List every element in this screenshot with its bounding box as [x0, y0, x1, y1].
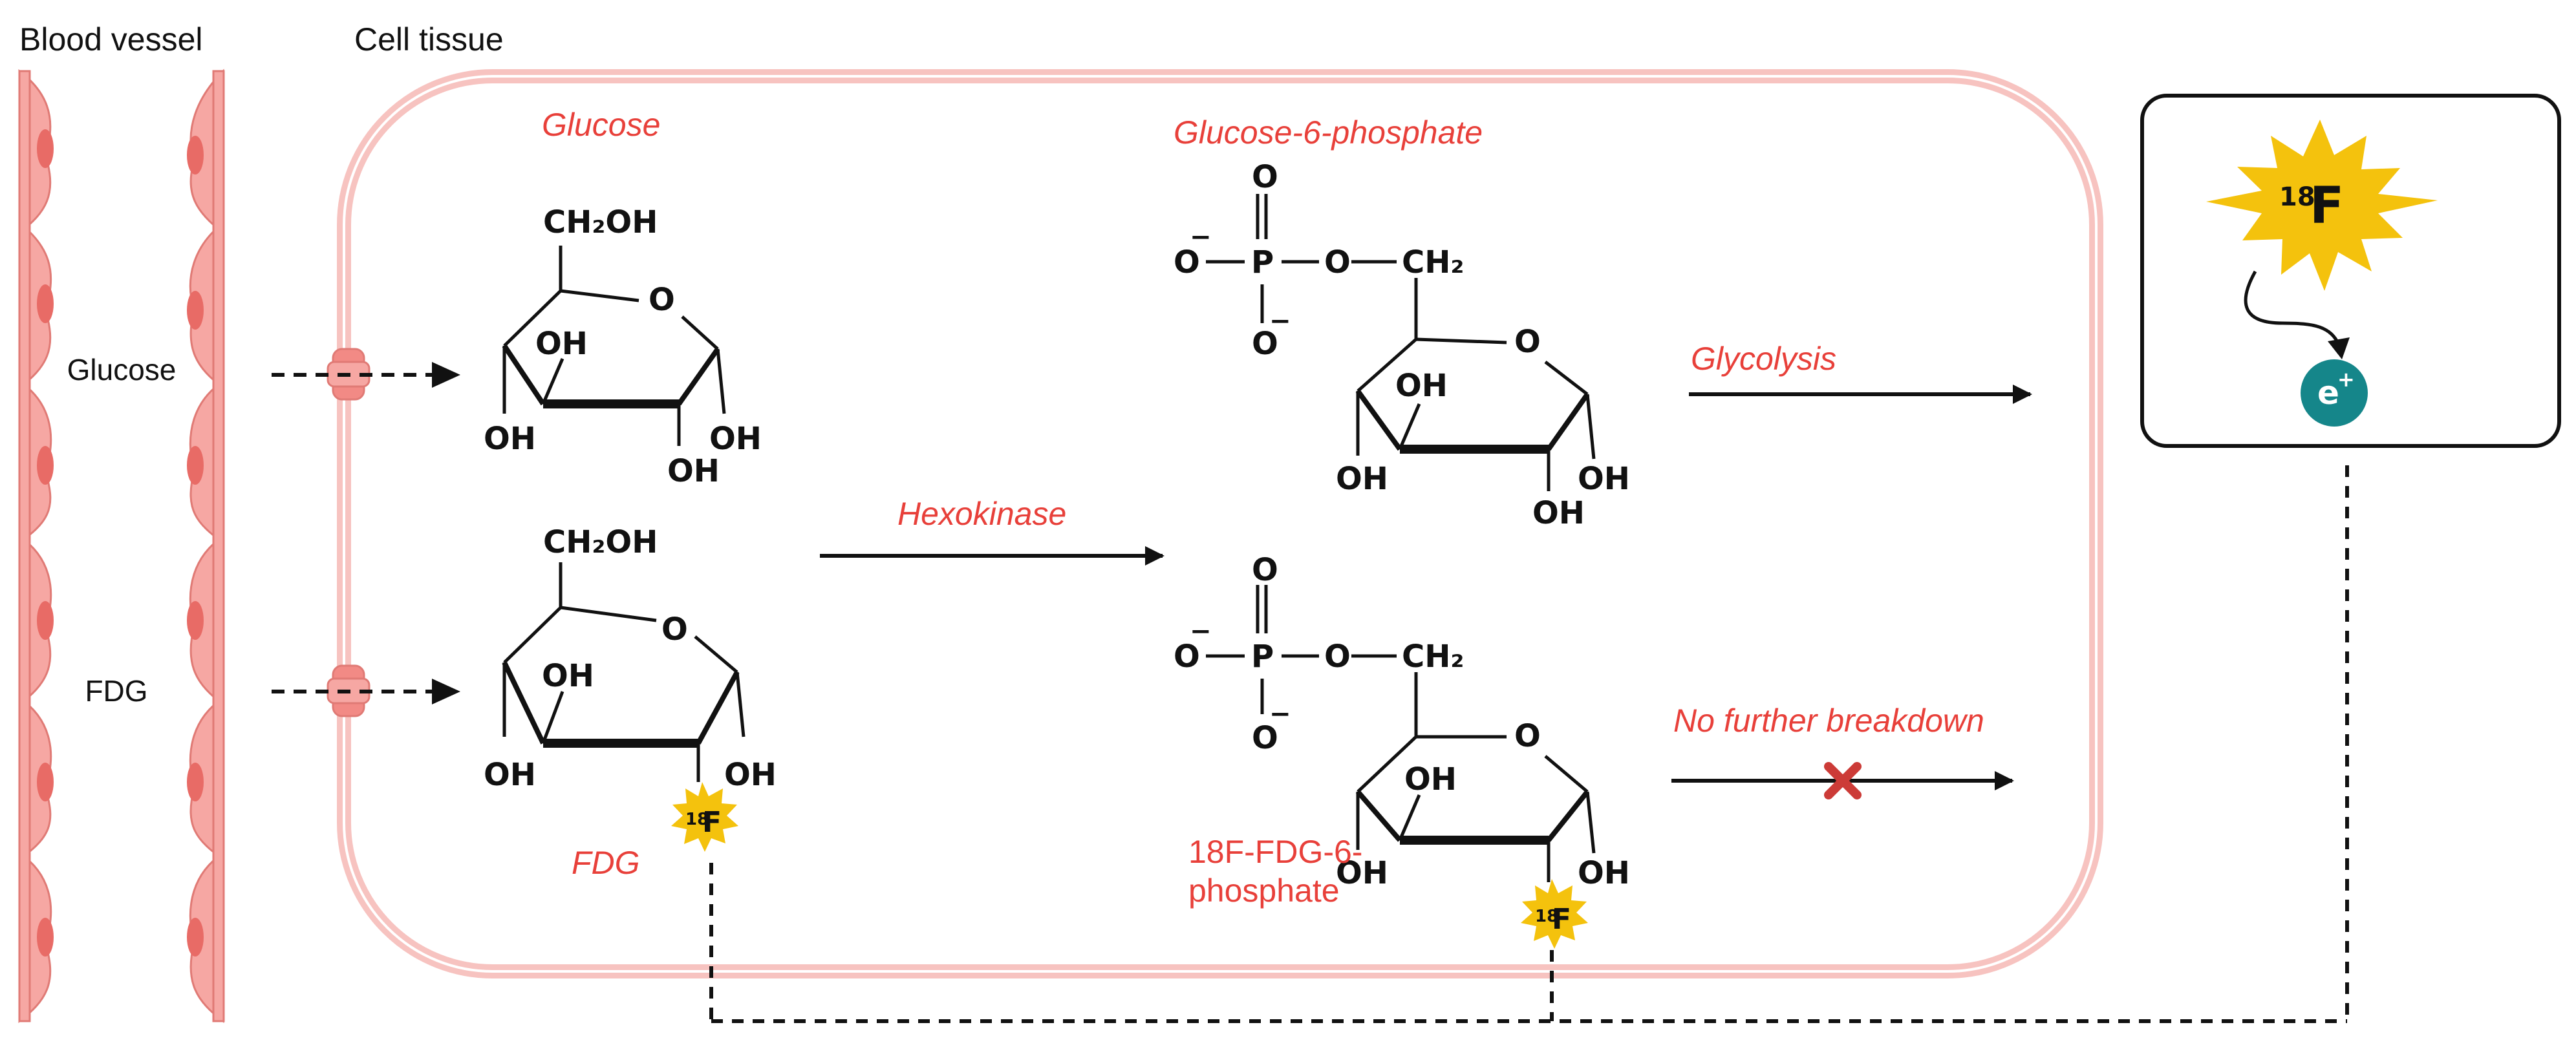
- fdg6p-18f-starburst: [1521, 879, 1588, 949]
- blocked-cross-icon: [1824, 762, 1862, 799]
- fdg6p-o-bottom: O: [1252, 720, 1278, 756]
- hexokinase-label: Hexokinase: [897, 496, 1066, 532]
- positron-emission-box: [2140, 94, 2561, 448]
- fdg6p-18f-badge: 18 F: [1521, 879, 1588, 949]
- vessel-glucose-label: Glucose: [67, 353, 177, 386]
- fdg6p-o-top: O: [1252, 552, 1278, 588]
- emission-18f-starburst-icon: [2206, 120, 2438, 291]
- glucose-name-label: Glucose: [542, 107, 660, 143]
- fdg6p-o-left: O: [1174, 639, 1200, 675]
- g6p-oh-right: OH: [1578, 461, 1630, 497]
- fdg-oh-upper: OH: [542, 658, 594, 694]
- fdg6p-name-line1: 18F-FDG-6-: [1188, 834, 1362, 870]
- fdg6p-o-bottom-charge: −: [1269, 699, 1291, 729]
- glycolysis-label: Glycolysis: [1691, 341, 1836, 377]
- fdg6p-o-left-charge: −: [1190, 617, 1212, 646]
- fdg6p-ch2: CH₂: [1402, 639, 1464, 675]
- g6p-o-left-charge: −: [1190, 222, 1212, 252]
- glucose-oh-upper: OH: [535, 326, 588, 362]
- g6p-o-bottom-charge: −: [1269, 306, 1291, 336]
- positron-symbol: e: [2317, 374, 2339, 412]
- fdg6p-name-line2: phosphate: [1188, 872, 1340, 909]
- glucose-entry-arrowhead: [432, 362, 460, 388]
- fdg-oh-right: OH: [724, 757, 777, 793]
- g6p-oh-bottom: OH: [1532, 495, 1585, 531]
- fdg6p-oh-upper: OH: [1404, 761, 1457, 798]
- fdg6p-badge-symbol: F: [1552, 903, 1571, 936]
- emission-18f-symbol: F: [2310, 177, 2344, 235]
- glucose-structure: [502, 246, 726, 446]
- fdg-name-label: FDG: [572, 845, 640, 881]
- cell-tissue-header: Cell tissue: [354, 21, 504, 58]
- blood-vessel: [18, 69, 225, 1024]
- fdg6p-oh-left: OH: [1336, 855, 1388, 891]
- positron-charge: +: [2337, 367, 2355, 392]
- vessel-left-wall: [18, 69, 54, 1024]
- no-breakdown-label: No further breakdown: [1673, 703, 1984, 739]
- fdg-badge-mass: 18: [685, 810, 709, 829]
- decay-path-arrow: [2244, 270, 2341, 347]
- transporter-glucose: [327, 348, 370, 401]
- detection-dashed-path: [709, 465, 2349, 1023]
- fdg6p-badge-mass: 18: [1535, 907, 1558, 926]
- fdg6p-oh-right: OH: [1578, 855, 1630, 891]
- vessel-right-wall: [187, 69, 225, 1024]
- blood-vessel-header: Blood vessel: [19, 21, 203, 58]
- g6p-name-label: Glucose-6-phosphate: [1174, 114, 1483, 151]
- decay-path-arrowhead: [2328, 337, 2350, 359]
- glucose-oh-right: OH: [709, 421, 762, 457]
- g6p-bridge-oxygen: O: [1324, 244, 1351, 280]
- fdg-ring-oxygen: O: [661, 611, 688, 648]
- glucose-oh-bottom: OH: [667, 453, 720, 489]
- fdg6p-phosphorus: P: [1251, 639, 1274, 675]
- fdg-18f-starburst: [671, 782, 738, 852]
- glucose-oh-left: OH: [484, 421, 536, 457]
- g6p-o-bottom: O: [1252, 326, 1278, 362]
- fdg-entry-arrowhead: [432, 679, 460, 704]
- fdg-structure: [502, 562, 746, 782]
- positron-icon: [2301, 359, 2368, 427]
- g6p-oh-upper: OH: [1395, 368, 1448, 404]
- g6p-o-top: O: [1252, 159, 1278, 195]
- fdg-badge-symbol: F: [702, 806, 722, 839]
- g6p-o-left: O: [1174, 244, 1200, 280]
- g6p-oh-left: OH: [1336, 461, 1388, 497]
- cell-membrane: [337, 69, 2103, 978]
- g6p-ring-oxygen: O: [1514, 324, 1541, 360]
- emission-18f-mass: 18: [2279, 182, 2315, 212]
- g6p-structure: [1206, 194, 1596, 491]
- fdg-18f-badge: 18 F: [671, 782, 738, 852]
- g6p-ch2: CH₂: [1402, 244, 1464, 280]
- fdg6p-bridge-oxygen: O: [1324, 639, 1351, 675]
- fdg6p-ring-oxygen: O: [1514, 718, 1541, 754]
- vessel-fdg-label: FDG: [85, 674, 147, 708]
- fdg-oh-left: OH: [484, 757, 536, 793]
- glucose-ch2oh: CH₂OH: [543, 204, 658, 240]
- fdg6p-structure: [1206, 585, 1596, 882]
- g6p-phosphorus: P: [1251, 244, 1274, 280]
- fdg-ch2oh: CH₂OH: [543, 524, 658, 560]
- glucose-ring-oxygen: O: [649, 282, 675, 318]
